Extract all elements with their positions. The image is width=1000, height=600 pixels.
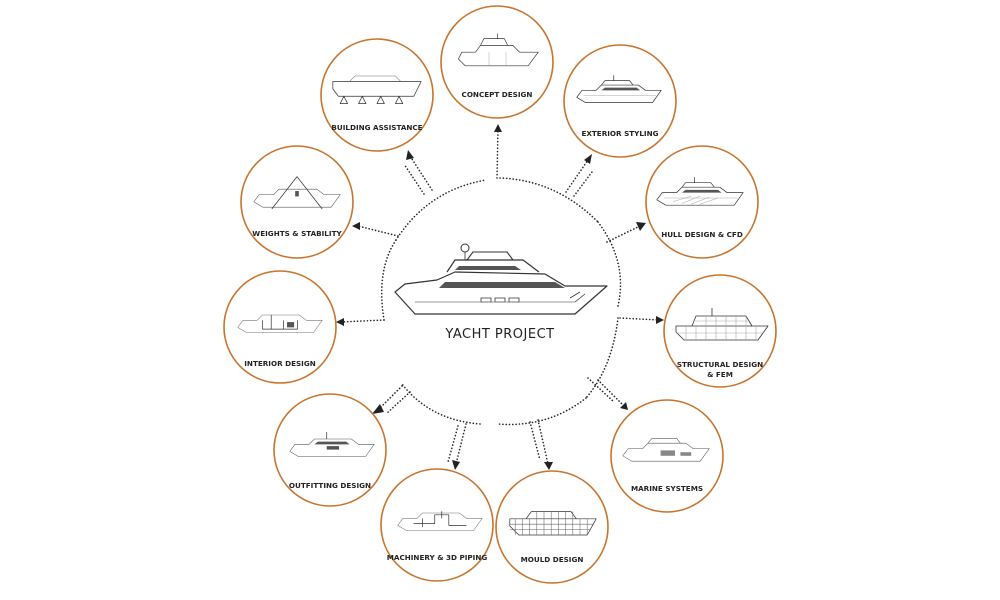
central-yacht-illustration bbox=[394, 243, 608, 315]
node-machinery-3d-piping: MACHINERY & 3D PIPING bbox=[380, 468, 494, 582]
center-label: YACHT PROJECT bbox=[444, 327, 554, 342]
node-interior-design: INTERIOR DESIGN bbox=[223, 270, 337, 384]
node-outfitting-design: OUTFITTING DESIGN bbox=[273, 393, 387, 507]
node-building-assistance: BUILDING ASSISTANCE bbox=[320, 38, 434, 152]
exterior-styling-label: EXTERIOR STYLING bbox=[581, 129, 658, 138]
node-marine-systems: MARINE SYSTEMS bbox=[610, 399, 724, 513]
interior-design-label: INTERIOR DESIGN bbox=[244, 359, 316, 368]
node-mould-design: MOULD DESIGN bbox=[495, 470, 609, 584]
machinery-3d-piping-label: MACHINERY & 3D PIPING bbox=[387, 553, 488, 562]
node-weights-stability: WEIGHTS & STABILITY bbox=[240, 145, 354, 259]
structural-design-label: STRUCTURAL DESIGN bbox=[677, 360, 763, 369]
node-exterior-styling: EXTERIOR STYLING bbox=[563, 44, 677, 158]
weights-stability-label: WEIGHTS & STABILITY bbox=[252, 229, 342, 238]
building-assistance-label: BUILDING ASSISTANCE bbox=[331, 123, 422, 132]
node-hull-design-cfd: HULL DESIGN & CFD bbox=[645, 145, 759, 259]
connector-lines bbox=[336, 124, 664, 470]
node-concept-design: CONCEPT DESIGN bbox=[440, 5, 554, 119]
mould-design-label: MOULD DESIGN bbox=[521, 555, 584, 564]
structural-fem-label: & FEM bbox=[707, 370, 733, 379]
concept-design-label: CONCEPT DESIGN bbox=[462, 90, 533, 99]
marine-systems-label: MARINE SYSTEMS bbox=[631, 484, 703, 493]
node-structural-design-fem: STRUCTURAL DESIGN & FEM bbox=[663, 274, 777, 388]
outfitting-design-label: OUTFITTING DESIGN bbox=[289, 481, 371, 490]
hull-design-cfd-label: HULL DESIGN & CFD bbox=[661, 230, 743, 239]
